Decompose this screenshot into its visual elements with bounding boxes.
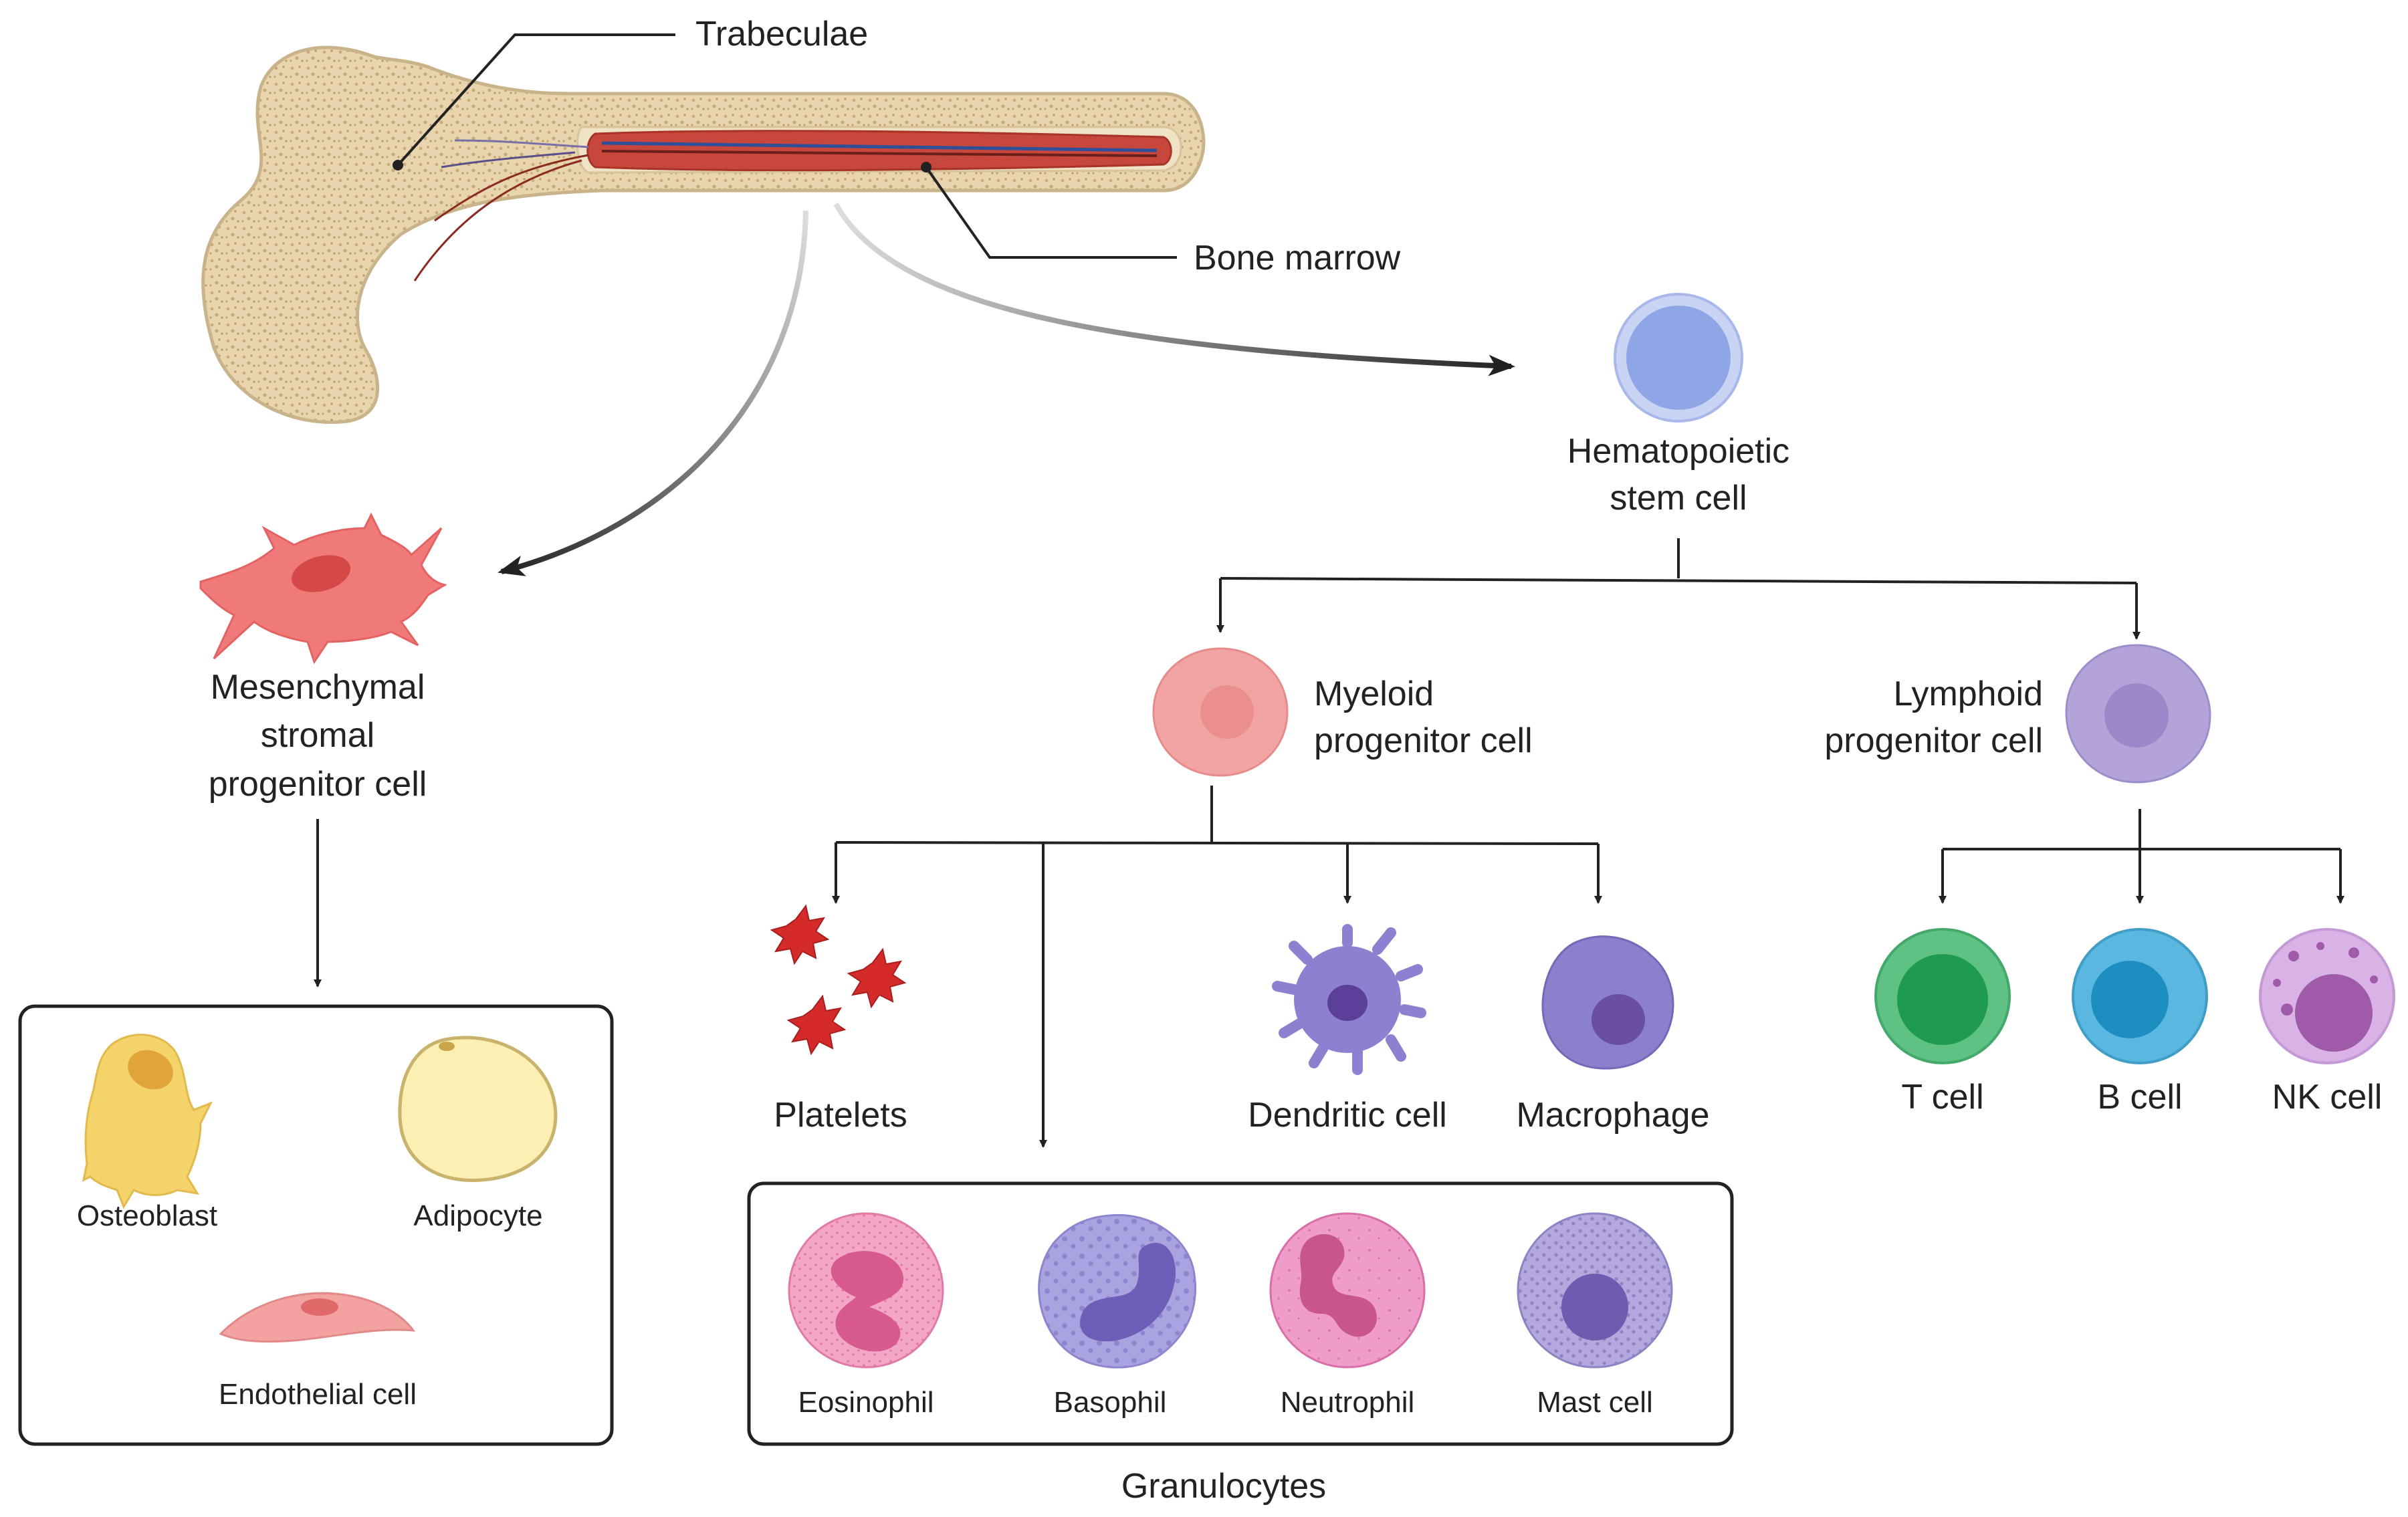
mast-cell-node: Mast cell: [1517, 1212, 1673, 1419]
macrophage-label: Macrophage: [1516, 1096, 1709, 1135]
hsc-label-line2: stem cell: [1610, 479, 1747, 517]
femur-bone: [201, 45, 1206, 424]
neutrophil-label: Neutrophil: [1281, 1386, 1415, 1419]
blood-vessel: [454, 139, 589, 148]
lymphoid-branch-lines: [1939, 809, 2344, 904]
myeloid-node: Myeloid progenitor cell: [1152, 647, 1533, 777]
nk-cell-node: NK cell: [2259, 928, 2395, 1117]
neutrophil-node: Neutrophil: [1269, 1212, 1426, 1419]
osteoblast-cell: [82, 1034, 213, 1209]
trabeculae-label: Trabeculae: [695, 15, 868, 53]
neutrophil-cell: [1269, 1212, 1426, 1369]
bone-marrow-pointer: Bone marrow: [921, 162, 1401, 277]
basophil-label: Basophil: [1054, 1386, 1167, 1419]
mast-cell-label: Mast cell: [1537, 1386, 1653, 1419]
lymphoid-node: Lymphoid progenitor cell: [1824, 644, 2211, 784]
adipocyte-label: Adipocyte: [413, 1199, 542, 1232]
arrow-to-hsc: [833, 203, 1515, 376]
osteoblast-node: Osteoblast: [77, 1034, 217, 1232]
adipocyte-node: Adipocyte: [398, 1036, 558, 1232]
lymphoid-label-line1: Lymphoid: [1893, 675, 2043, 713]
endothelial-node: Endothelial cell: [219, 1292, 417, 1411]
myeloid-label-line2: progenitor cell: [1314, 721, 1533, 760]
adipocyte-cell: [398, 1036, 558, 1182]
hsc-node: Hematopoietic stem cell: [1567, 293, 1789, 517]
granulocytes-group: Eosinophil Basophil Neutrophil Mast cell…: [747, 1181, 1734, 1506]
hsc-branch-lines: [1216, 538, 2141, 640]
hsc-label-line1: Hematopoietic: [1567, 432, 1789, 471]
platelet-cell: [770, 904, 907, 1056]
eosinophil-label: Eosinophil: [798, 1386, 934, 1419]
t-cell-label: T cell: [1901, 1078, 1983, 1117]
dendritic-node: Dendritic cell: [1248, 924, 1447, 1135]
granulocytes-box: [747, 1181, 1734, 1446]
osteoblast-label: Osteoblast: [77, 1199, 217, 1232]
platelets-node: Platelets: [770, 904, 907, 1135]
dendritic-cell: [1272, 924, 1426, 1075]
stromal-derivatives-group: Osteoblast Adipocyte Endothelial cell: [18, 1004, 614, 1446]
basophil-node: Basophil: [1038, 1213, 1197, 1419]
lymphoid-label-line2: progenitor cell: [1824, 721, 2043, 760]
macrophage-node: Macrophage: [1516, 935, 1710, 1135]
trabeculae-pointer: Trabeculae: [393, 15, 868, 170]
msc-label-line1: Mesenchymal: [211, 668, 425, 707]
nk-cell-label: NK cell: [2272, 1078, 2383, 1117]
b-cell-node: B cell: [2072, 928, 2208, 1117]
granulocytes-label: Granulocytes: [1121, 1467, 1326, 1506]
bone-marrow-cavity: [586, 130, 1172, 172]
b-cell-label: B cell: [2097, 1078, 2182, 1117]
t-cell-node: T cell: [1874, 928, 2011, 1117]
endothelial-label: Endothelial cell: [219, 1378, 417, 1411]
myeloid-branch-lines: [832, 786, 1602, 1148]
eosinophil-node: Eosinophil: [788, 1212, 944, 1419]
bone-marrow-label: Bone marrow: [1194, 239, 1401, 277]
platelets-label: Platelets: [774, 1096, 907, 1135]
myeloid-label-line1: Myeloid: [1314, 675, 1434, 713]
msc-node: Mesenchymal stromal progenitor cell: [199, 512, 447, 804]
arrow-to-msc: [498, 210, 808, 576]
endothelial-cell: [219, 1292, 416, 1343]
msc-label-line3: progenitor cell: [209, 765, 427, 804]
msc-label-line2: stromal: [261, 716, 374, 755]
dendritic-label: Dendritic cell: [1248, 1096, 1447, 1135]
